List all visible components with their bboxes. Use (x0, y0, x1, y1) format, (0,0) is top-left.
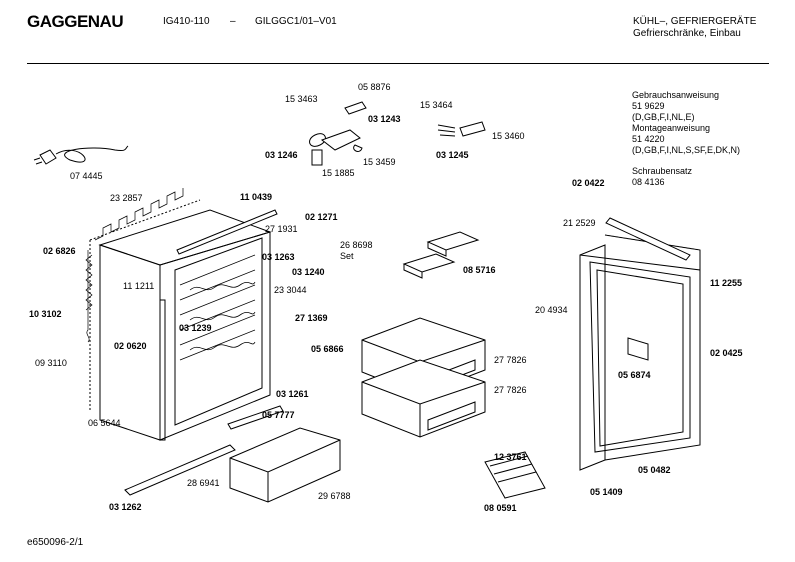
part-label: 27 1369 (295, 313, 328, 323)
part-label: 03 1246 (265, 150, 298, 160)
install-title: Montageanweisung (632, 123, 711, 133)
category-title: KÜHL–, GEFRIERGERÄTE (633, 16, 757, 27)
manual-title: Gebrauchsanweisung (632, 90, 720, 100)
part-label: 23 3044 (274, 285, 307, 295)
part-label: 02 6826 (43, 246, 76, 256)
header-rule (27, 63, 769, 64)
freezer-cabinet-drawing (85, 188, 278, 441)
header-dash: – (230, 16, 236, 27)
part-label: 15 3460 (492, 131, 525, 141)
footer-reference: e650096-2/1 (27, 537, 84, 548)
power-cord-drawing (33, 145, 129, 165)
part-label: 08 5716 (463, 265, 496, 275)
brand-logo: GAGGENAU (27, 12, 124, 31)
part-label: 05 6866 (311, 344, 344, 354)
product-code: GILGGC1/01–V01 (255, 16, 337, 27)
drawer-lower-drawing (361, 359, 486, 438)
part-label: 20 4934 (535, 305, 568, 315)
part-label: 03 1239 (179, 323, 212, 333)
screwset-title: Schraubensatz (632, 166, 693, 176)
part-label: 05 7777 (262, 410, 295, 420)
part-label: 11 0439 (240, 192, 273, 202)
door-drawing (579, 217, 701, 471)
part-label: 02 0620 (114, 341, 147, 351)
part-label: 11 2255 (710, 278, 743, 288)
part-label: 23 2857 (110, 193, 143, 203)
part-label: 15 3463 (285, 94, 318, 104)
category-subtitle: Gefrierschränke, Einbau (633, 28, 741, 39)
part-label: 15 3459 (363, 157, 396, 167)
part-label: 03 1240 (292, 267, 325, 277)
part-label: 02 0422 (572, 178, 605, 188)
part-label: 05 8876 (358, 82, 391, 92)
part-label: 02 1271 (305, 212, 338, 222)
part-label: 10 3102 (29, 309, 62, 319)
part-label: 28 6941 (187, 478, 220, 488)
part-label: 15 3464 (420, 100, 453, 110)
part-label: 11 1211 (123, 281, 155, 291)
part-label: 27 7826 (494, 355, 527, 365)
part-label: 03 1262 (109, 502, 142, 512)
thermostat-drawing (309, 101, 367, 166)
part-label: 27 1931 (265, 224, 298, 234)
ice-box-drawing (484, 451, 546, 499)
part-label: 26 8698 (340, 240, 373, 250)
model-number: IG410-110 (163, 16, 210, 27)
part-label: 05 1409 (590, 487, 623, 497)
part-label: 06 5644 (88, 418, 121, 428)
part-label: 29 6788 (318, 491, 351, 501)
part-label: 03 1263 (262, 252, 295, 262)
part-label: 03 1261 (276, 389, 309, 399)
part-label: 15 1885 (322, 168, 355, 178)
part-label: 27 7826 (494, 385, 527, 395)
part-label: 12 3761 (494, 452, 527, 462)
part-label: 07 4445 (70, 171, 103, 181)
install-languages: (D,GB,F,I,NL,S,SF,E,DK,N) (632, 145, 741, 155)
lamp-drawing (437, 121, 486, 137)
part-label: 03 1243 (368, 114, 401, 124)
part-label: 09 3110 (35, 358, 67, 368)
install-number: 51 4220 (632, 134, 665, 144)
part-label: Set (340, 251, 354, 261)
part-label: 03 1245 (436, 150, 469, 160)
part-label: 02 0425 (710, 348, 743, 358)
part-label: 05 0482 (638, 465, 671, 475)
part-label: 05 6874 (618, 370, 651, 380)
manual-languages: (D,GB,F,I,NL,E) (632, 112, 695, 122)
part-label: 08 0591 (484, 503, 517, 513)
screwset-number: 08 4136 (632, 177, 665, 187)
rail-drawing (124, 405, 284, 496)
manual-number: 51 9629 (632, 101, 665, 111)
ice-tray-drawing (402, 231, 480, 279)
part-label: 21 2529 (563, 218, 596, 228)
bottom-drawer-drawing (229, 427, 341, 503)
